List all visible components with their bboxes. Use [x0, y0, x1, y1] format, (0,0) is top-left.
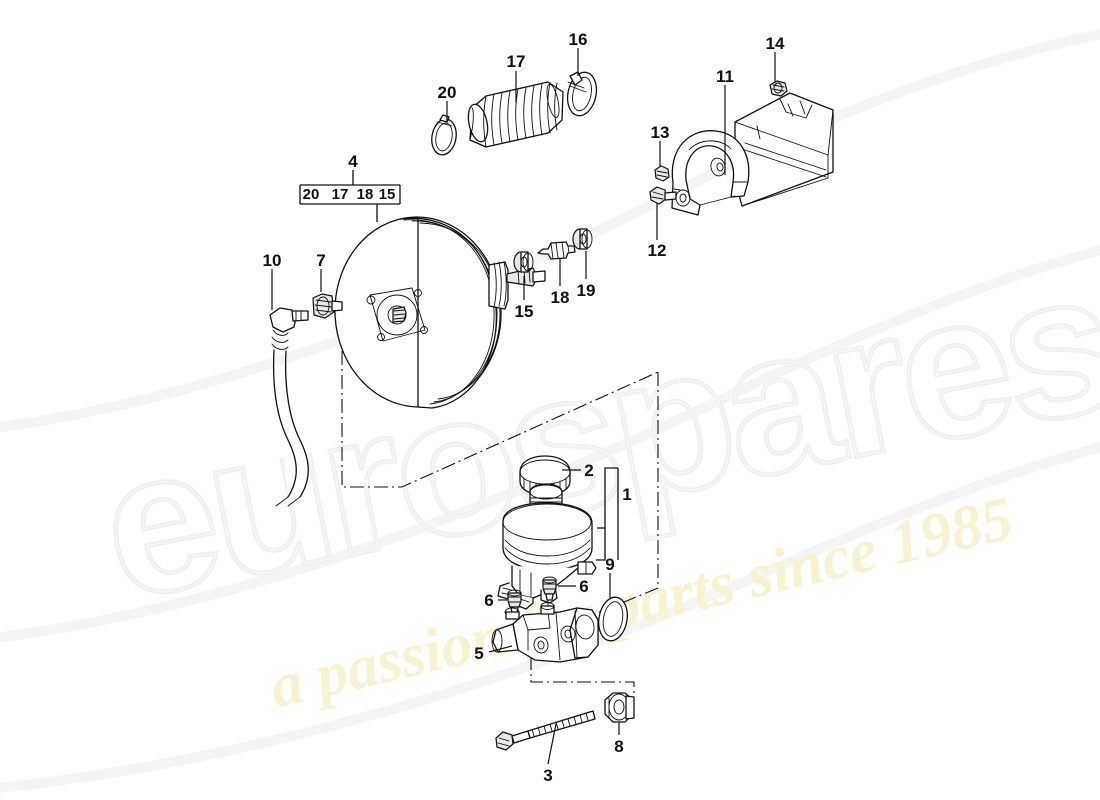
callout-label-15: 15 [515, 302, 534, 321]
callout-label-16: 16 [569, 30, 588, 49]
part-bellows-clamp-large [566, 71, 598, 117]
group-bracket-members: 20 17 18 15 [303, 186, 396, 203]
group-member-15: 15 [379, 186, 396, 203]
callout-label-12: 12 [648, 241, 667, 260]
callout-label-18: 18 [551, 288, 570, 307]
boundary-reservoir-right [611, 372, 659, 608]
group-member-17: 17 [332, 186, 349, 203]
part-bracket-nut [654, 165, 670, 182]
part-long-hex-bolt [495, 710, 596, 751]
callout-label-20: 20 [438, 83, 457, 102]
leader-lines [271, 48, 776, 765]
callout-label-7: 7 [316, 251, 325, 270]
callout-label-6-right: 6 [579, 577, 588, 596]
callout-label-17: 17 [507, 52, 526, 71]
part-rubber-bellows-boot [467, 81, 564, 148]
group-member-18: 18 [357, 186, 374, 203]
callout-label-10: 10 [263, 251, 282, 270]
callout-label-2: 2 [584, 461, 593, 480]
callout-label-4: 4 [348, 152, 358, 171]
callout-label-11: 11 [716, 67, 734, 86]
boundary-master-cyl-down [530, 656, 635, 700]
callout-labels: 1 2 3 4 5 6 6 7 8 9 10 11 12 13 14 15 16… [263, 30, 785, 785]
part-pedal-support-bracket [671, 92, 834, 216]
callout-label-6-left: 6 [484, 591, 493, 610]
part-pushrod-nut [572, 228, 593, 250]
watermark-swoosh-top [0, 29, 1100, 433]
callout-label-14: 14 [766, 34, 785, 53]
callout-label-19: 19 [577, 281, 596, 300]
callout-label-5: 5 [474, 644, 483, 663]
part-brake-booster [334, 216, 546, 409]
callout-label-8: 8 [614, 737, 623, 756]
part-o-ring-seal [598, 596, 628, 642]
watermark-swoosh-bottom [0, 245, 1100, 643]
callout-label-3: 3 [543, 766, 552, 785]
callout-label-9: 9 [605, 555, 614, 574]
part-pushrod-bushing [537, 241, 576, 260]
group-member-20: 20 [303, 186, 320, 203]
watermark-layer: eurospares eurospares a passion for part… [0, 29, 1100, 793]
watermark-swoosh-lower [0, 442, 1100, 793]
callout-label-13: 13 [651, 123, 670, 142]
part-bracket-bolt [649, 186, 677, 205]
boundary-booster-to-reservoir [341, 303, 659, 488]
part-vacuum-hose [269, 307, 309, 507]
part-pivot-nut [769, 80, 788, 97]
part-bellows-clamp-small [431, 114, 457, 156]
part-flange-nut [604, 692, 635, 723]
part-pushrod-washer [513, 251, 534, 273]
callout-label-1: 1 [622, 485, 631, 504]
part-vacuum-hose-grommet [312, 293, 343, 319]
part-reservoir-grommet-right [542, 576, 557, 601]
part-master-cylinder [491, 602, 599, 663]
